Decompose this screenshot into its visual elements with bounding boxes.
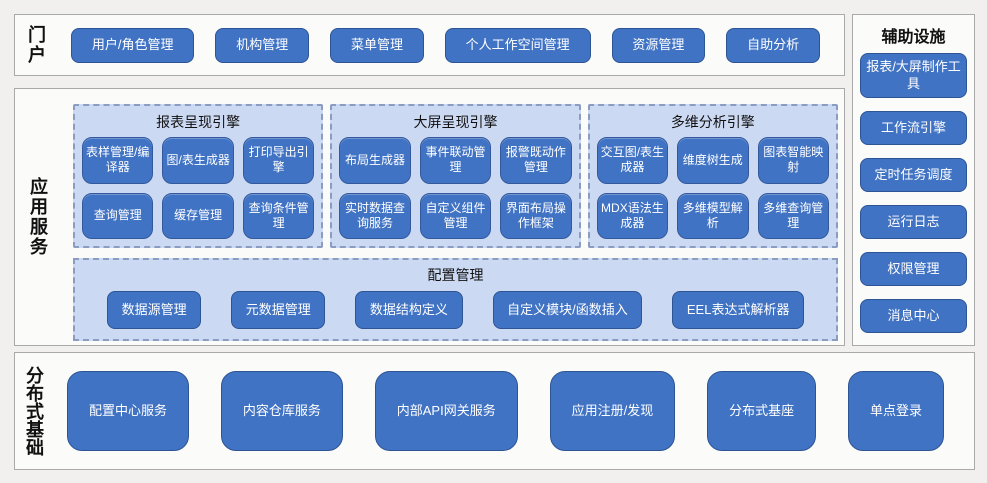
portal-module-row: 用户/角色管理 机构管理 菜单管理 个人工作空间管理 资源管理 自助分析 <box>71 27 821 63</box>
portal-module-organization: 机构管理 <box>215 27 310 63</box>
portal-section: 门户 用户/角色管理 机构管理 菜单管理 个人工作空间管理 资源管理 自助分析 <box>14 14 845 76</box>
bigscreen-engine-grid: 布局生成器 事件联动管理 报警既动作管理 实时数据查询服务 自定义组件管理 界面… <box>339 137 572 239</box>
foundation-module-sso: 单点登录 <box>848 371 944 451</box>
engine-module: 图表智能映射 <box>757 137 829 184</box>
config-module-metadata: 元数据管理 <box>231 291 326 329</box>
engine-module: 多维模型解析 <box>677 192 749 239</box>
config-module-row: 数据源管理 元数据管理 数据结构定义 自定义模块/函数插入 EEL表达式解析器 <box>107 289 805 331</box>
engine-module: 实时数据查询服务 <box>339 192 411 239</box>
engine-module: 交互图/表生成器 <box>596 137 669 184</box>
aux-module-runlog: 运行日志 <box>860 205 967 239</box>
engine-module: 报警既动作管理 <box>500 137 572 184</box>
engine-module: 查询条件管理 <box>242 192 315 239</box>
engine-module: 缓存管理 <box>162 192 234 239</box>
portal-module-menu: 菜单管理 <box>330 27 424 63</box>
foundation-section-label: 分布式基础 <box>24 366 44 456</box>
config-module-datasource: 数据源管理 <box>107 291 202 329</box>
engine-module: MDX语法生成器 <box>596 192 669 239</box>
foundation-module-row: 配置中心服务 内容仓库服务 内部API网关服务 应用注册/发现 分布式基座 单点… <box>67 371 944 451</box>
aux-module-permission: 权限管理 <box>860 252 967 286</box>
olap-engine-title: 多维分析引擎 <box>670 114 755 130</box>
portal-module-resource: 资源管理 <box>611 27 706 63</box>
foundation-section: 分布式基础 配置中心服务 内容仓库服务 内部API网关服务 应用注册/发现 分布… <box>14 352 975 470</box>
config-management-title: 配置管理 <box>427 267 484 283</box>
config-module-custom-function: 自定义模块/函数插入 <box>492 291 643 329</box>
engine-module: 查询管理 <box>82 192 154 239</box>
report-engine-title: 报表呈现引擎 <box>156 114 241 130</box>
app-services-section-label: 应用服务 <box>28 177 48 257</box>
foundation-module-base: 分布式基座 <box>707 371 817 451</box>
portal-module-self-analysis: 自助分析 <box>726 27 821 63</box>
engine-module: 维度树生成 <box>677 137 749 184</box>
engine-module: 事件联动管理 <box>419 137 492 184</box>
config-module-datastructure: 数据结构定义 <box>355 291 463 329</box>
auxiliary-section: 辅助设施 报表/大屏制作工具 工作流引擎 定时任务调度 运行日志 权限管理 消息… <box>852 14 975 346</box>
aux-module-report-maker: 报表/大屏制作工具 <box>860 53 967 98</box>
aux-module-scheduler: 定时任务调度 <box>860 158 967 192</box>
engine-module: 多维查询管理 <box>757 192 829 239</box>
olap-engine-panel: 多维分析引擎 交互图/表生成器 维度树生成 图表智能映射 MDX语法生成器 多维… <box>587 104 838 248</box>
report-engine-panel: 报表呈现引擎 表样管理/编译器 图/表生成器 打印导出引擎 查询管理 缓存管理 … <box>73 104 324 248</box>
engine-module: 图/表生成器 <box>162 137 234 184</box>
portal-module-workspace: 个人工作空间管理 <box>444 27 591 63</box>
auxiliary-column: 报表/大屏制作工具 工作流引擎 定时任务调度 运行日志 权限管理 消息中心 <box>860 53 967 345</box>
report-engine-grid: 表样管理/编译器 图/表生成器 打印导出引擎 查询管理 缓存管理 查询条件管理 <box>82 137 315 239</box>
foundation-module-app-registry: 应用注册/发现 <box>549 371 676 451</box>
engine-module: 自定义组件管理 <box>419 192 492 239</box>
app-services-section: 应用服务 报表呈现引擎 表样管理/编译器 图/表生成器 打印导出引擎 查询管理 … <box>14 88 845 346</box>
config-management-panel: 配置管理 数据源管理 元数据管理 数据结构定义 自定义模块/函数插入 EEL表达… <box>73 258 838 341</box>
engine-module: 界面布局操作框架 <box>500 192 572 239</box>
foundation-module-config-center: 配置中心服务 <box>67 371 189 451</box>
bigscreen-engine-title: 大屏呈现引擎 <box>413 114 498 130</box>
bigscreen-engine-panel: 大屏呈现引擎 布局生成器 事件联动管理 报警既动作管理 实时数据查询服务 自定义… <box>330 104 581 248</box>
config-module-eel-parser: EEL表达式解析器 <box>672 291 805 329</box>
auxiliary-section-title: 辅助设施 <box>881 29 946 46</box>
aux-module-message-center: 消息中心 <box>860 299 967 333</box>
aux-module-workflow: 工作流引擎 <box>860 111 967 145</box>
engine-module: 布局生成器 <box>339 137 411 184</box>
engine-module: 表样管理/编译器 <box>82 137 154 184</box>
engine-panels: 报表呈现引擎 表样管理/编译器 图/表生成器 打印导出引擎 查询管理 缓存管理 … <box>73 104 838 248</box>
portal-section-label: 门户 <box>26 25 46 65</box>
foundation-module-content-repo: 内容仓库服务 <box>220 371 343 451</box>
engine-module: 打印导出引擎 <box>242 137 315 184</box>
portal-module-user-role: 用户/角色管理 <box>71 27 195 63</box>
foundation-module-api-gateway: 内部API网关服务 <box>374 371 518 451</box>
olap-engine-grid: 交互图/表生成器 维度树生成 图表智能映射 MDX语法生成器 多维模型解析 多维… <box>596 137 829 239</box>
